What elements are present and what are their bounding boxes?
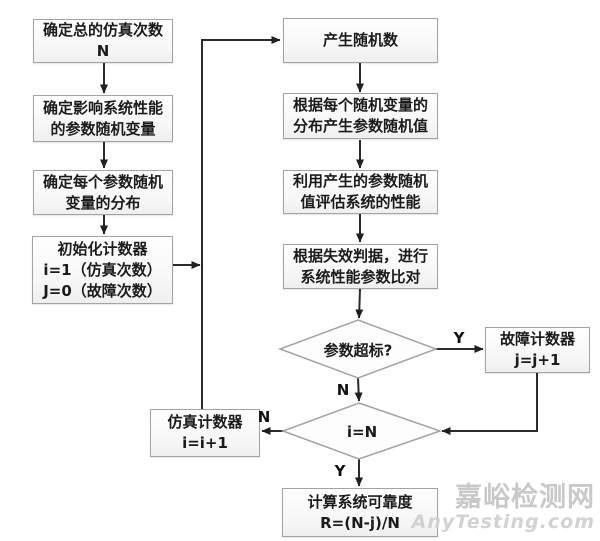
node-line: 值评估系统的性能 [300,193,421,211]
node-fault-counter: 故障计数器 j=j+1 [485,327,590,373]
node-line: 根据每个随机变量的 [292,96,428,114]
arrow-r4-decision1 [355,288,364,319]
node-sim-counter: 仿真计数器 i=i+1 [150,409,260,457]
node-line: 变量的分布 [65,193,141,212]
arrow-loopback-to-generate [201,36,281,409]
node-generate-param-values: 根据每个随机变量的 分布产生参数随机值 [283,93,438,139]
arrow-decision1-no [354,377,363,402]
branch-label-loop-no: N [257,408,271,426]
node-set-total-runs: 确定总的仿真次数 N [33,19,173,63]
decision-loop-diamond [280,402,443,460]
branch-label-exceed-yes: Y [453,329,465,347]
node-line: 确定每个参数随机 [42,172,163,191]
node-line: i=i+1 [182,434,228,452]
node-line: 根据失效判据，进行 [292,246,428,265]
node-compare-params: 根据失效判据，进行 系统性能参数比对 [283,244,438,289]
node-line: 产生随机数 [322,31,398,49]
branch-label-exceed-no: N [336,381,350,399]
node-evaluate-performance: 利用产生的参数随机 值评估系统的性能 [283,170,438,214]
arrow-fault-to-decision2 [441,373,538,435]
decision-exceed-label: 参数超标? [323,341,393,360]
node-line: i=1（仿真次数） [43,260,162,279]
node-line: j=j+1 [514,351,561,369]
node-determine-distributions: 确定每个参数随机 变量的分布 [33,170,173,215]
node-line: 计算系统可靠度 [307,492,413,511]
node-identify-random-vars: 确定影响系统性能 的参数随机变量 [33,95,173,142]
node-line: 系统性能参数比对 [300,267,421,286]
node-line: 初始化计数器 [57,239,148,258]
node-init-counters: 初始化计数器 i=1（仿真次数） J=0（故障次数） [32,236,173,304]
node-line: N [96,42,110,60]
node-line: 确定影响系统性能 [42,98,163,117]
node-line: 仿真计数器 [167,413,243,431]
node-line: J=0（故障次数） [43,281,162,300]
node-line: 确定总的仿真次数 [42,21,163,39]
node-line: 利用产生的参数随机 [292,172,428,190]
branch-label-loop-yes: Y [334,462,346,480]
node-line: 故障计数器 [499,330,575,348]
node-line: 分布产生参数随机值 [292,117,428,135]
node-compute-reliability: 计算系统可靠度 R=(N-j)/N [282,488,438,537]
node-line: 的参数随机变量 [50,119,156,138]
node-generate-random-numbers: 产生随机数 [283,18,438,63]
node-line: R=(N-j)/N [320,513,400,532]
decision-loop-label: i=N [346,423,378,441]
decision-exceed-diamond [277,319,439,379]
